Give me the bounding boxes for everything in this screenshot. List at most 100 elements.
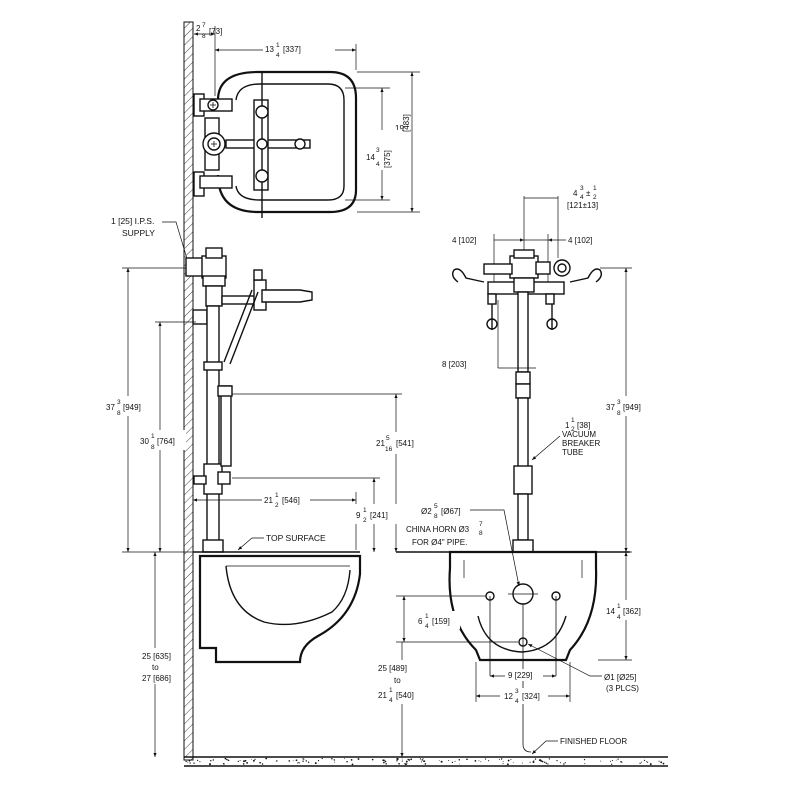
front-width-num: 3 xyxy=(515,688,519,695)
front-width-whole: 12 xyxy=(504,692,513,701)
floor-speck xyxy=(539,759,542,762)
floor-speck xyxy=(405,760,408,763)
vacuum-label-whole: 1 xyxy=(565,421,570,430)
dim-wall-offset-den: 8 xyxy=(202,33,206,40)
side-view: 1 [25] I.P.S. SUPPLY 37 xyxy=(104,216,422,757)
floor-speck xyxy=(334,761,336,763)
floor-speck xyxy=(529,761,531,763)
floor-speck xyxy=(621,761,623,763)
floor-speck xyxy=(187,761,189,763)
front-bowl-height-den: 4 xyxy=(617,614,621,621)
floor-speck xyxy=(521,762,523,764)
floor-speck xyxy=(297,762,299,764)
floor-speck xyxy=(292,760,294,762)
floor-speck xyxy=(533,759,535,761)
floor-speck xyxy=(346,761,348,763)
floor-speck xyxy=(188,759,191,762)
front-spread-den: 4 xyxy=(580,194,584,201)
front-bowl-height-num: 1 xyxy=(617,603,621,610)
floor-speck xyxy=(421,759,423,761)
floor-speck xyxy=(615,759,617,761)
hole-drop-whole: 6 xyxy=(418,617,423,626)
dim-inner-depth-den: 4 xyxy=(376,161,380,168)
horn-label-num: 7 xyxy=(479,521,483,528)
floor-speck xyxy=(317,760,320,762)
front-view: 4 3 4 ± 1 2 [121±13] 4 [102] 4 [102] xyxy=(372,185,652,757)
floor-speck xyxy=(401,760,403,762)
floor-speck xyxy=(351,763,354,766)
floor-speck xyxy=(357,758,360,760)
floor-speck xyxy=(259,761,261,764)
dim-width-den: 4 xyxy=(276,52,280,59)
side-total-height-num: 3 xyxy=(117,399,121,406)
front-dim-left-4: 4 [102] xyxy=(452,236,476,245)
side-handle-height-whole: 21 xyxy=(376,439,385,448)
floor-speck xyxy=(239,760,241,761)
dim-wall-offset-label: 2 xyxy=(196,24,201,33)
floor-speck xyxy=(639,762,641,764)
floor-speck xyxy=(344,758,346,760)
floor-speck xyxy=(480,761,482,763)
vacuum-label-num: 1 xyxy=(571,417,575,424)
floor-speck xyxy=(321,757,323,760)
floor-speck xyxy=(302,760,304,762)
floor-speck xyxy=(225,758,227,760)
front-total-height-den: 8 xyxy=(617,410,621,417)
floor-speck xyxy=(331,757,333,760)
front-rim-height-whole: 21 xyxy=(378,691,387,700)
floor-speck xyxy=(609,760,611,762)
side-vb-height-den: 2 xyxy=(363,517,367,524)
dim-depth-whole: 19 xyxy=(395,124,404,133)
side-rim-height-line1: 25 [635] xyxy=(142,652,171,661)
hole-drop-den: 4 xyxy=(425,623,429,630)
floor-speck xyxy=(307,761,310,763)
floor-speck xyxy=(534,758,537,760)
front-dim-right-4: 4 [102] xyxy=(568,236,592,245)
horn-label-line2: FOR Ø4" PIPE. xyxy=(412,538,467,547)
floor-speck xyxy=(543,761,546,764)
floor-speck xyxy=(385,763,387,765)
floor-speck xyxy=(510,758,512,761)
floor-speck xyxy=(398,762,400,765)
vacuum-label-den: 2 xyxy=(571,426,575,433)
floor-speck xyxy=(383,759,385,762)
floor-speck xyxy=(252,759,255,762)
side-rim-height-line3: 27 [686] xyxy=(142,674,171,683)
floor-speck xyxy=(662,762,665,765)
floor-speck xyxy=(405,763,407,766)
side-vb-height-metric: [241] xyxy=(370,511,388,520)
finished-floor-label: FINISHED FLOOR xyxy=(560,737,627,746)
floor-speck xyxy=(383,761,385,764)
floor-speck xyxy=(611,760,613,762)
front-spread-pm: ± xyxy=(586,189,591,198)
front-spread-metric: [121±13] xyxy=(567,201,598,210)
front-rim-height-den: 4 xyxy=(389,697,393,704)
dim-inner-depth-whole: 14 xyxy=(366,153,375,162)
floor-speck xyxy=(396,760,398,762)
floor-speck xyxy=(212,759,214,761)
hole-label-line1: Ø1 [Ø25] xyxy=(604,673,636,682)
dim-depth-metric: [483] xyxy=(402,114,411,132)
dim-width-metric: [337] xyxy=(283,45,301,54)
floor-speck xyxy=(583,758,586,761)
front-bowl-height-whole: 14 xyxy=(606,607,615,616)
floor-speck xyxy=(506,763,509,766)
side-handle-height-num: 5 xyxy=(386,435,390,442)
horn-dim-prefix: Ø2 xyxy=(421,507,432,516)
top-surface-label: TOP SURFACE xyxy=(266,533,326,543)
side-vb-height-whole: 9 xyxy=(356,511,361,520)
front-total-height-whole: 37 xyxy=(606,403,615,412)
side-vb-height-num: 1 xyxy=(363,507,367,514)
hole-drop-num: 1 xyxy=(425,613,429,620)
front-rim-height-num: 1 xyxy=(389,687,393,694)
floor-speck xyxy=(209,763,211,766)
floor-speck xyxy=(448,760,450,761)
dim-inner-depth-num: 3 xyxy=(376,147,380,154)
floor-speck xyxy=(454,760,456,762)
side-projection-den: 2 xyxy=(275,502,279,509)
floor-speck xyxy=(314,762,317,765)
floor-speck xyxy=(556,759,558,762)
floor-speck xyxy=(265,757,268,760)
floor-speck xyxy=(401,758,403,760)
